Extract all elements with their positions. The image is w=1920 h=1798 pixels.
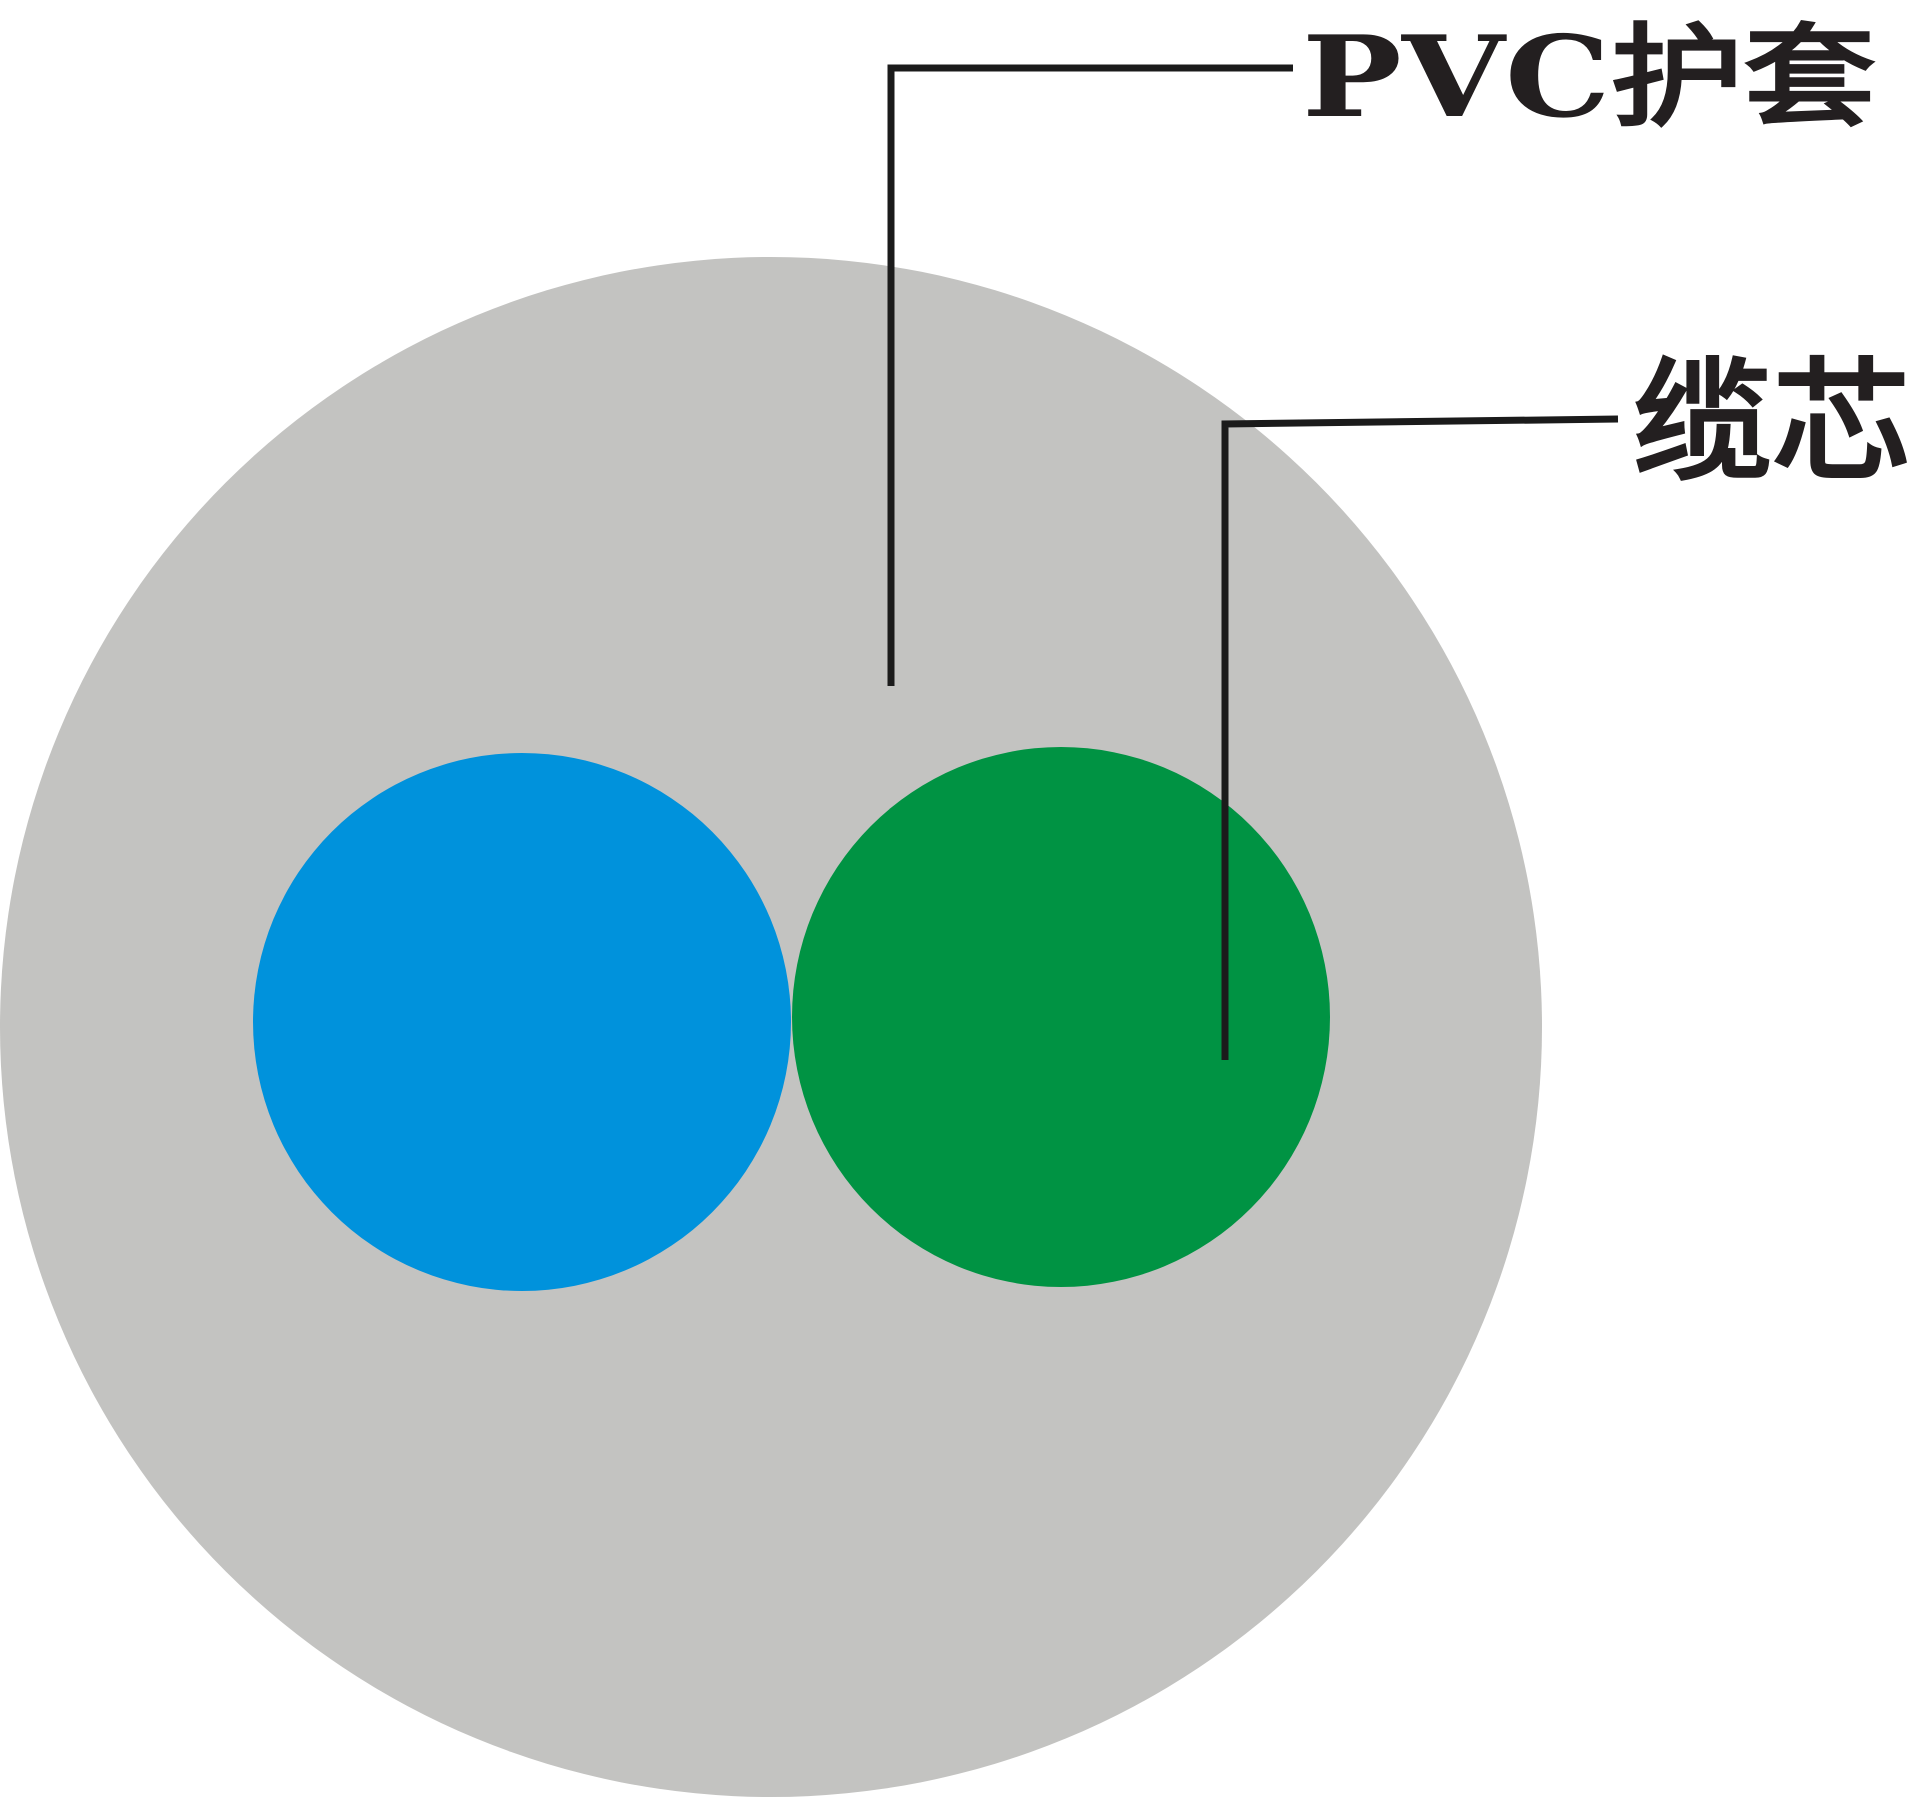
sheath-leader-line bbox=[887, 64, 1293, 686]
cable-core-blue bbox=[253, 753, 791, 1291]
core-label: 缆芯 bbox=[1633, 345, 1911, 500]
cable-core-green bbox=[792, 747, 1330, 1287]
core-leader-line bbox=[1221, 415, 1619, 1060]
sheath-label: PVC护套 bbox=[1302, 12, 1876, 143]
